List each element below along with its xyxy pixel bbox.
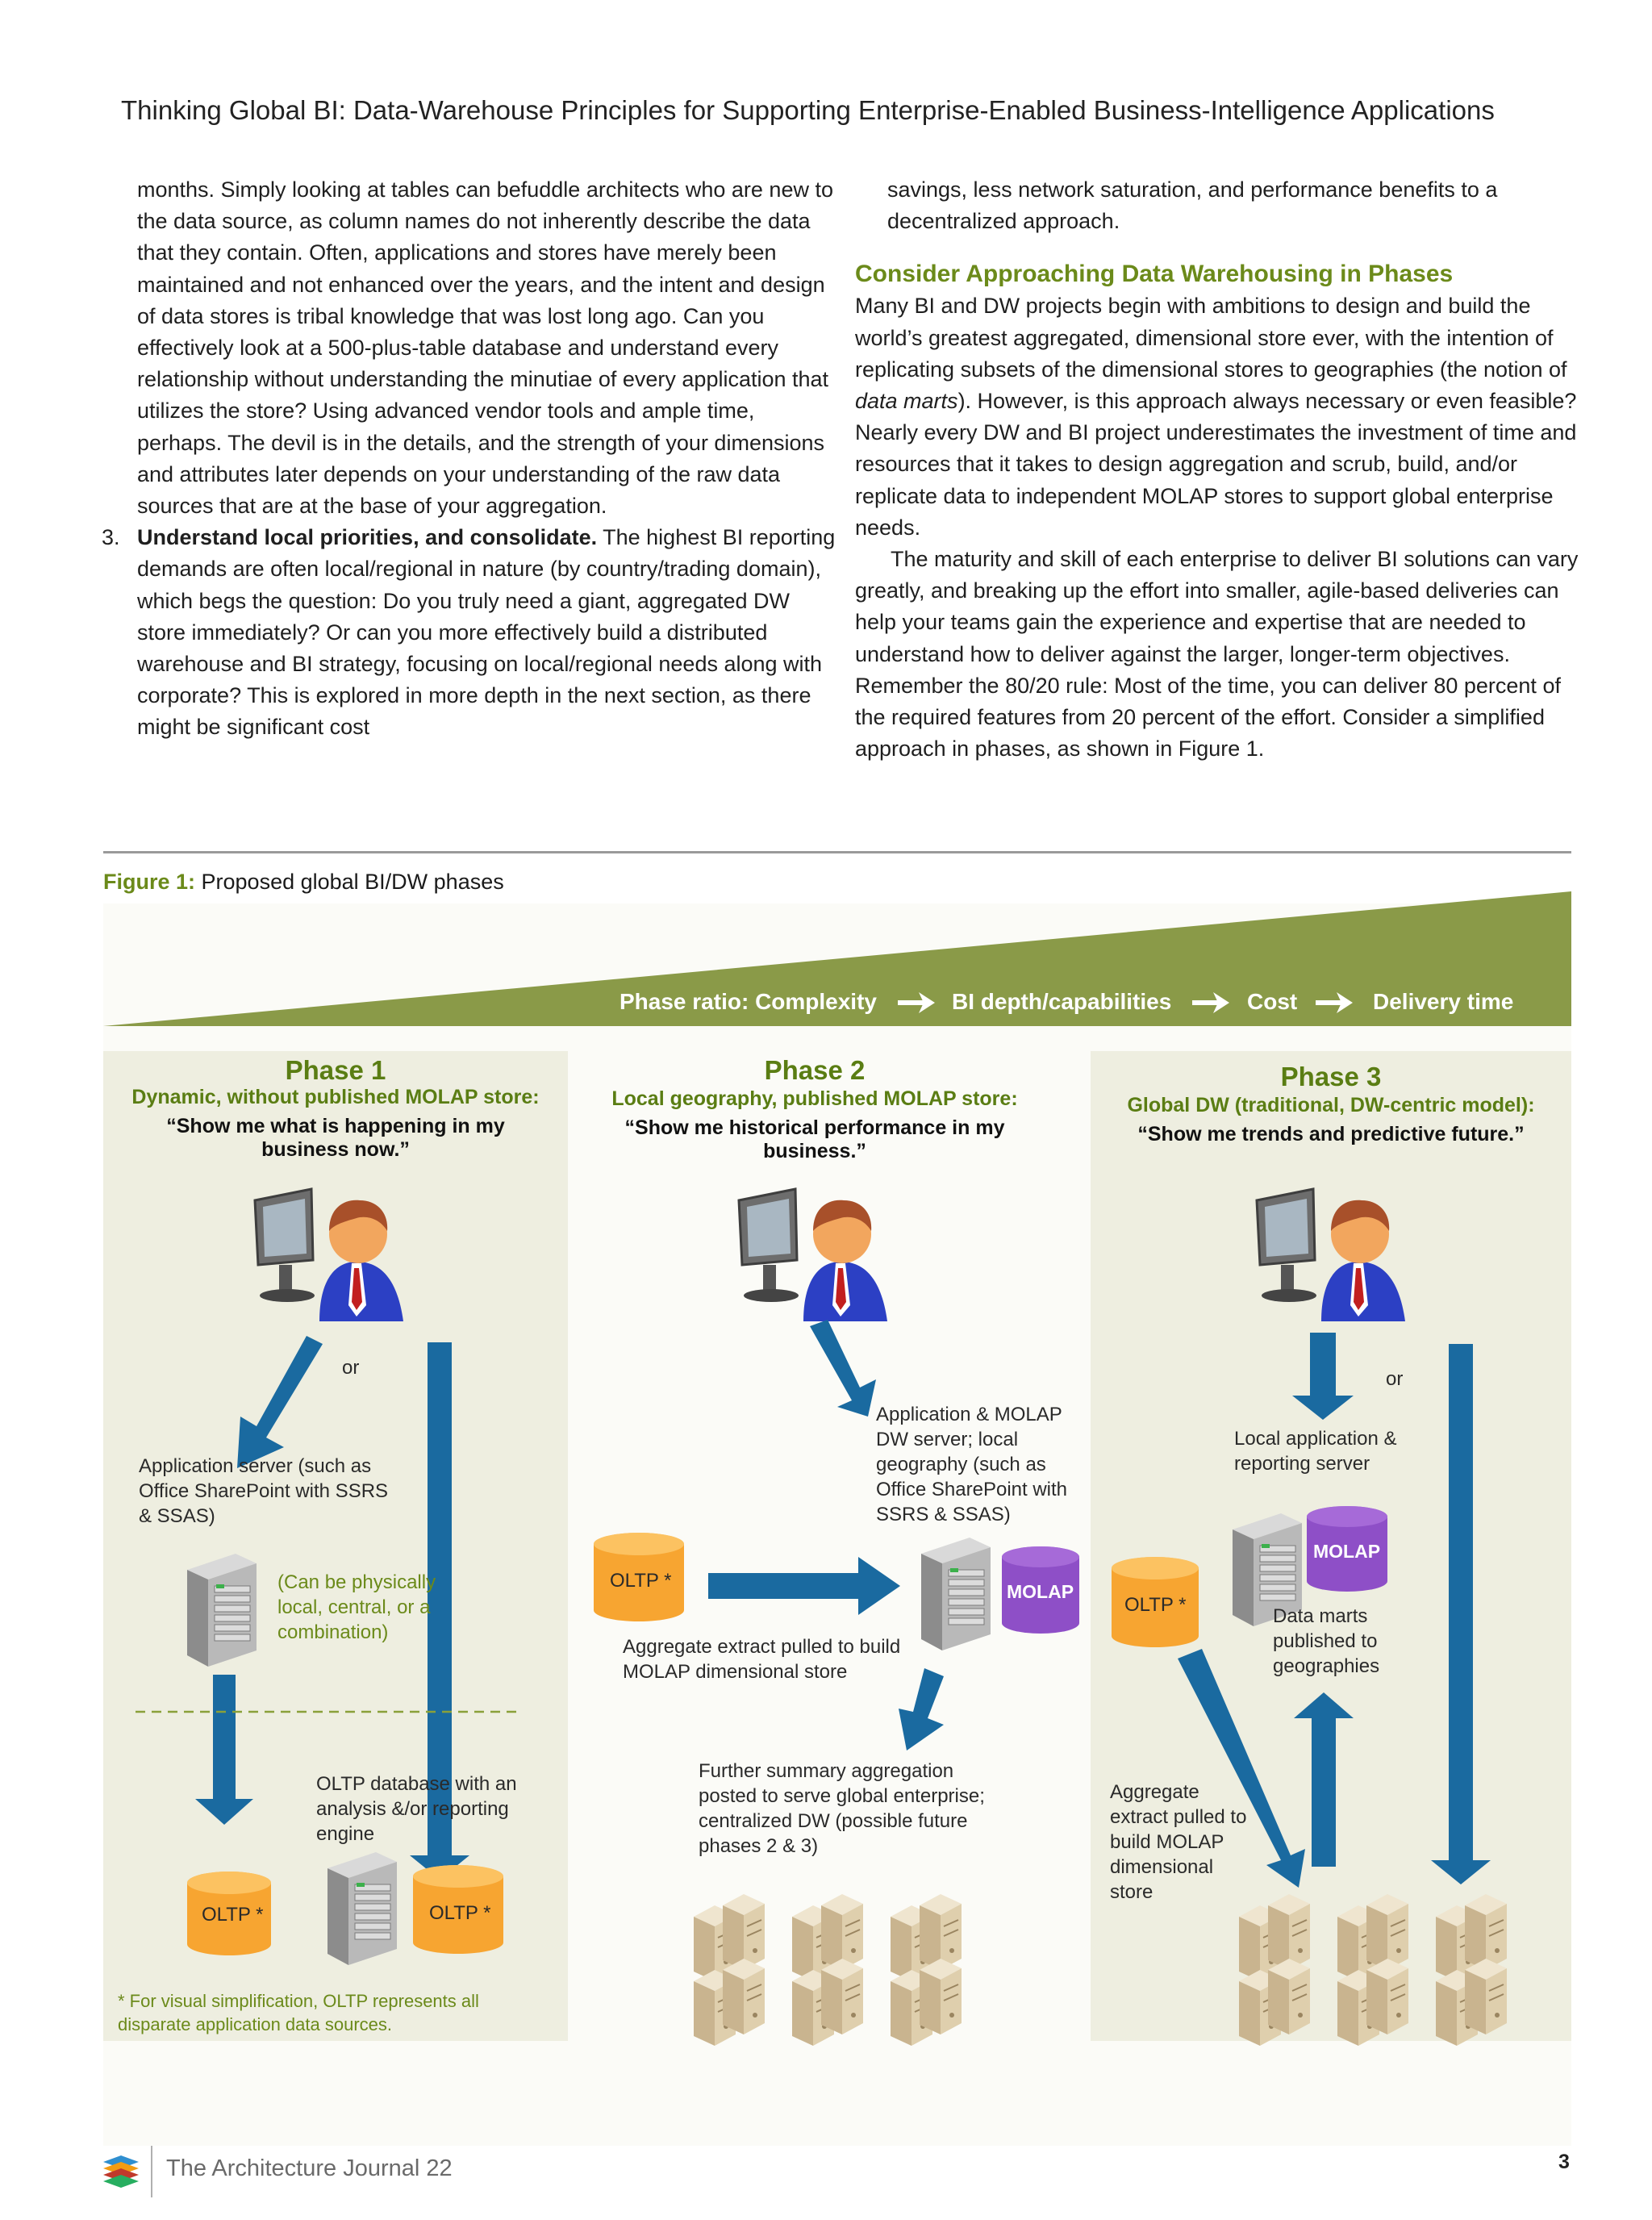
server-rack-icon xyxy=(792,1894,863,2046)
phase-1-app-server-label: Application server (such as Office Share… xyxy=(139,1454,397,1529)
journal-name: The Architecture Journal 22 xyxy=(166,2155,453,2182)
phase-3-oltp-label: OLTP * xyxy=(1124,1592,1186,1617)
phase-1-oltp-label: OLTP * xyxy=(429,1901,490,1926)
server-rack-icon xyxy=(1239,1894,1310,2046)
arrow-down-left-icon xyxy=(237,1336,323,1468)
user-workstation-icon xyxy=(1257,1189,1405,1321)
arrow-down-icon xyxy=(1292,1333,1354,1420)
phase-2-molap-label: MOLAP xyxy=(1007,1581,1074,1603)
journal-logo-icon xyxy=(103,2155,139,2188)
arrow-down-icon xyxy=(1431,1344,1491,1884)
phase-2-further-label: Further summary aggregation posted to se… xyxy=(699,1759,1005,1859)
phase-1-physical-note: (Can be physically local, central, or a … xyxy=(277,1570,439,1645)
phase-3-local-app-label: Local application & reporting server xyxy=(1234,1426,1444,1476)
phase-1-oltp-db-label: OLTP database with an analysis &/or repo… xyxy=(316,1771,526,1847)
app-server-icon xyxy=(187,1554,257,1667)
arrow-down-right-icon xyxy=(810,1320,876,1417)
arrow-right-icon xyxy=(708,1557,900,1615)
server-rack-icon xyxy=(694,1894,765,2046)
molap-server-icon xyxy=(921,1538,991,1650)
server-rack-icon xyxy=(1436,1894,1507,2046)
phase-3-data-marts-label: Data marts published to geographies xyxy=(1273,1604,1418,1679)
phase-2-aggregate-label: Aggregate extract pulled to build MOLAP … xyxy=(623,1634,962,1684)
phase-1-oltp-label: OLTP * xyxy=(202,1902,263,1927)
server-rack-icon xyxy=(891,1894,962,2046)
phase-1-or-label: or xyxy=(342,1355,359,1380)
phase-3-or-label: or xyxy=(1386,1367,1403,1392)
arrow-up-icon xyxy=(1294,1692,1354,1867)
user-workstation-icon xyxy=(255,1189,403,1321)
phase-2-oltp-label: OLTP * xyxy=(610,1568,671,1593)
phase-1-footnote: * For visual simplification, OLTP repres… xyxy=(118,1989,537,2036)
phase-3-aggregate-label: Aggregate extract pulled to build MOLAP … xyxy=(1110,1780,1247,1905)
oltp-server-icon xyxy=(327,1852,397,1965)
page-number: 3 xyxy=(1558,2151,1570,2174)
server-rack-icon xyxy=(1337,1894,1408,2046)
user-workstation-icon xyxy=(739,1189,887,1321)
phase-2-app-molap-label: Application & MOLAP DW server; local geo… xyxy=(876,1402,1086,1527)
phase-3-molap-label: MOLAP xyxy=(1313,1541,1380,1563)
arrow-down-icon xyxy=(195,1675,253,1825)
